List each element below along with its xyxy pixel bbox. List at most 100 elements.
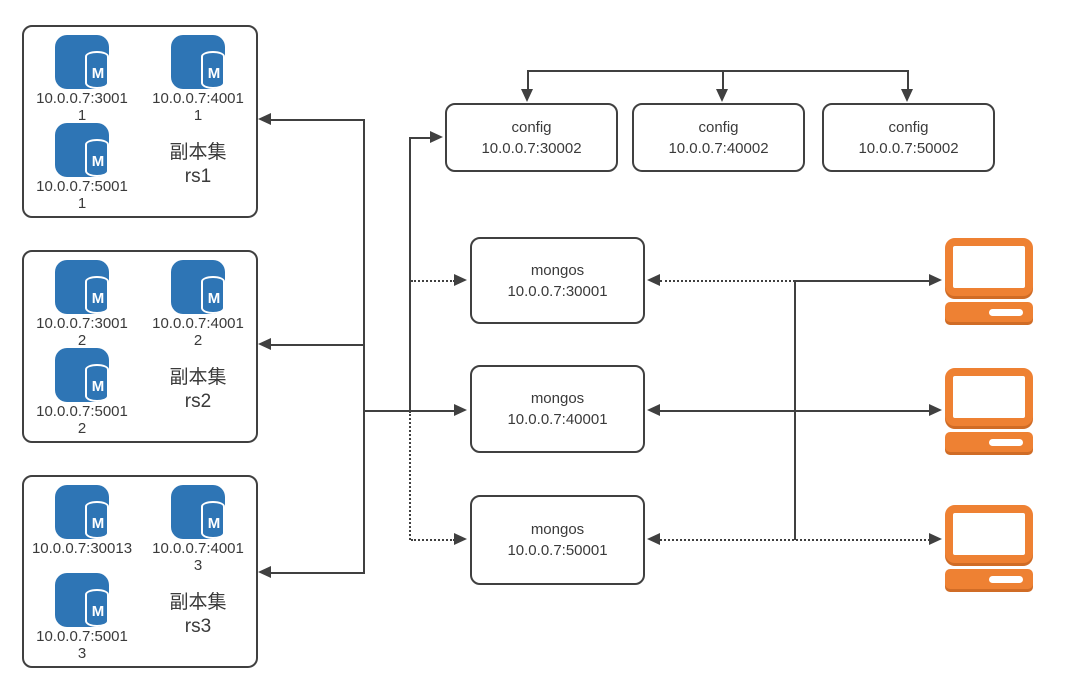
trunk-to-config-line <box>409 137 431 139</box>
monitor-screen <box>945 238 1033 296</box>
config-address: 10.0.0.7:50002 <box>858 139 959 157</box>
config-server-box-3: config 10.0.0.7:50002 <box>822 103 995 172</box>
node-address: 10.0.0.7:30013 <box>31 540 133 557</box>
database-cylinder-icon: M <box>201 51 229 93</box>
config-bus-line <box>527 70 909 72</box>
database-cylinder-icon: M <box>85 51 113 93</box>
mongos-1-client-line <box>660 280 795 282</box>
mongodb-icon: M <box>171 260 225 314</box>
mongodb-letter: M <box>91 290 105 307</box>
arrowhead-into-client-3 <box>929 533 942 545</box>
mongos-3-client-line <box>660 539 930 541</box>
config-address: 10.0.0.7:30002 <box>481 139 582 157</box>
mongod-node: M 10.0.0.7:30013 <box>24 485 140 558</box>
monitor-screen <box>945 505 1033 563</box>
mongodb-letter: M <box>91 65 105 82</box>
database-cylinder-icon: M <box>201 501 229 543</box>
config-bus-drop-2 <box>722 70 724 92</box>
mongodb-icon: M <box>171 35 225 89</box>
mongodb-letter: M <box>207 290 221 307</box>
mongodb-icon: M <box>55 35 109 89</box>
config-server-box-2: config 10.0.0.7:40002 <box>632 103 805 172</box>
trunk-to-mongos-1-line <box>411 280 455 282</box>
config-bus-drop-1 <box>527 70 529 92</box>
mongodb-icon: M <box>55 260 109 314</box>
trunk-to-rs1-line <box>271 119 364 121</box>
config-label: config <box>698 118 739 136</box>
mongodb-letter: M <box>207 65 221 82</box>
mongos-address: 10.0.0.7:30001 <box>507 282 608 300</box>
arrowhead-down <box>521 89 533 102</box>
trunk-to-mongos-3-line <box>411 539 455 541</box>
arrowhead-into-mongos-2-right <box>647 404 660 416</box>
client-computer-icon <box>945 368 1033 452</box>
arrowhead-into-mongos-3-right <box>647 533 660 545</box>
computer-base <box>945 432 1033 452</box>
trunk-dotted-line <box>409 411 411 540</box>
client-computer-icon <box>945 505 1033 589</box>
arrowhead-into-client-1 <box>929 274 942 286</box>
mongos-address: 10.0.0.7:50001 <box>507 542 608 559</box>
trunk-to-mongos-2-line <box>364 410 456 412</box>
bus-to-client-1-line <box>795 280 930 282</box>
mongodb-icon: M <box>55 348 109 402</box>
config-server-box-1: config 10.0.0.7:30002 <box>445 103 618 172</box>
database-cylinder-icon: M <box>85 589 113 631</box>
config-label: config <box>511 118 552 136</box>
mongodb-icon: M <box>55 573 109 627</box>
client-computer-icon <box>945 238 1033 322</box>
arrowhead-into-client-2 <box>929 404 942 416</box>
mongodb-letter: M <box>91 603 105 620</box>
arrowhead-into-rs3 <box>258 566 271 578</box>
mongos-label: mongos <box>530 261 585 279</box>
arrowhead-into-mongos-3 <box>454 533 467 545</box>
arrowhead-into-config-1 <box>430 131 443 143</box>
arrowhead-into-mongos-2 <box>454 404 467 416</box>
config-label: config <box>888 118 929 136</box>
mongodb-letter: M <box>91 378 105 395</box>
arrowhead-into-mongos-1-right <box>647 274 660 286</box>
arrowhead-into-rs2 <box>258 338 271 350</box>
mongodb-icon: M <box>55 485 109 539</box>
mongos-2-client-line <box>660 410 930 412</box>
mongos-label: mongos <box>530 390 585 407</box>
mongos-address: 10.0.0.7:40001 <box>507 411 608 428</box>
trunk-to-rs2-line <box>271 344 364 346</box>
mongos-config-trunk-line <box>409 137 411 411</box>
database-cylinder-icon: M <box>85 139 113 181</box>
database-cylinder-icon: M <box>85 364 113 406</box>
arrowhead-down <box>901 89 913 102</box>
monitor-screen <box>945 368 1033 426</box>
mongodb-icon: M <box>171 485 225 539</box>
mongodb-letter: M <box>91 153 105 170</box>
config-address: 10.0.0.7:40002 <box>668 139 769 157</box>
database-cylinder-icon: M <box>201 276 229 318</box>
arrowhead-down <box>716 89 728 102</box>
database-cylinder-icon: M <box>85 276 113 318</box>
computer-base <box>945 569 1033 589</box>
mongos-box-1: mongos 10.0.0.7:30001 <box>470 237 645 324</box>
mongodb-icon: M <box>55 123 109 177</box>
